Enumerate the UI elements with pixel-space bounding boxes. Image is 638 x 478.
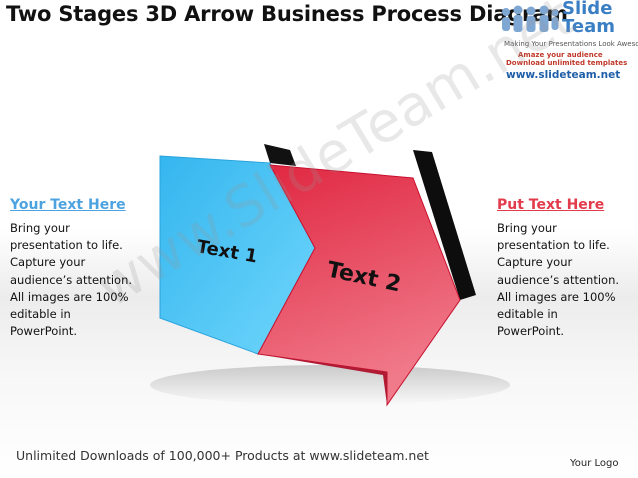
logo-tagline: Making Your Presentations Look Awesome xyxy=(504,40,638,48)
floor-shadow xyxy=(150,365,510,405)
slideteam-logo: Slide Team Making Your Presentations Loo… xyxy=(498,0,638,84)
right-panel-body: Bring your presentation to life. Capture… xyxy=(497,221,620,339)
logo-brand: Slide Team xyxy=(562,0,615,37)
left-panel-body: Bring your presentation to life. Capture… xyxy=(10,221,133,339)
right-panel-heading: Put Text Here xyxy=(497,197,605,213)
people-icon xyxy=(502,5,559,32)
stage1-top-edge xyxy=(264,144,296,166)
page-title: Two Stages 3D Arrow Business Process Dia… xyxy=(6,2,568,26)
your-logo-placeholder: Your Logo xyxy=(570,458,619,469)
left-panel-heading: Your Text Here xyxy=(10,197,126,213)
stage2-bottom-edge xyxy=(258,354,387,405)
logo-download: Download unlimited templates xyxy=(506,59,628,67)
stage2-side-edge xyxy=(413,150,476,300)
footer-text: Unlimited Downloads of 100,000+ Products… xyxy=(16,448,429,463)
logo-url: www.slideteam.net xyxy=(506,69,621,81)
logo-amaze: Amaze your audience xyxy=(518,51,603,59)
